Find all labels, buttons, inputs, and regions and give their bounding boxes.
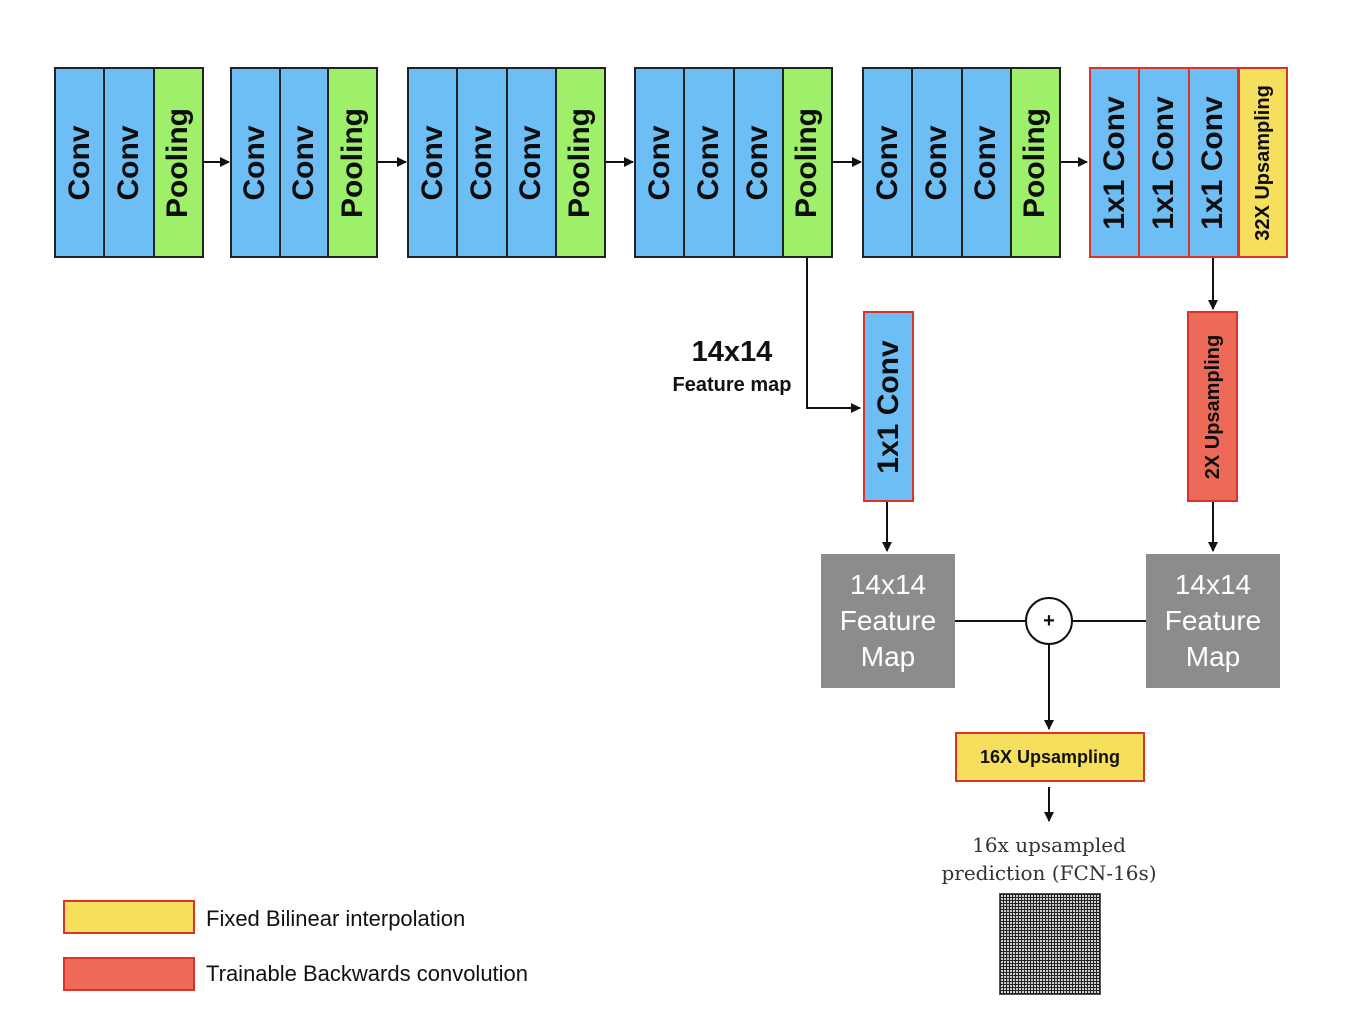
conv-layer-5-3: Conv	[962, 69, 1012, 256]
classifier-block: 1x1 Conv 1x1 Conv 1x1 Conv	[1089, 67, 1239, 258]
feature-map-right-line2: Feature	[1164, 605, 1262, 636]
legend-swatch-trainable	[63, 957, 195, 991]
feature-map-left-line2: Feature	[839, 605, 937, 636]
feature-map-left-line1: 14x14	[849, 569, 927, 600]
feature-map-right-line1: 14x14	[1174, 569, 1252, 600]
conv-layer-3-3: Conv	[507, 69, 557, 256]
prediction-caption-line1: 16x upsampled	[972, 833, 1126, 857]
legend-label-bilinear: Fixed Bilinear interpolation	[206, 906, 466, 931]
conv-layer-2-1: Conv	[232, 69, 281, 256]
upsample-16x: 16X Upsampling	[955, 732, 1145, 782]
prediction-caption-line2: prediction (FCN-16s)	[941, 861, 1157, 885]
sum-node: +	[1025, 597, 1073, 645]
legend-swatch-bilinear	[63, 900, 195, 934]
upsample-32x: 32X Upsampling	[1238, 67, 1288, 258]
skip-feature-map-label: Feature map	[672, 374, 792, 396]
pooling-layer-5-4: Pooling	[1011, 69, 1059, 256]
feature-map-left-line3: Map	[860, 641, 916, 672]
pooling-layer-3-4: Pooling	[556, 69, 604, 256]
conv-layer-3-1: Conv	[409, 69, 459, 256]
legend-label-trainable: Trainable Backwards convolution	[206, 961, 529, 986]
feature-map-left: 14x14 Feature Map	[821, 554, 955, 688]
prediction-caption: 16x upsampled prediction (FCN-16s)	[919, 831, 1179, 887]
upsample-2x: 2X Upsampling	[1187, 311, 1238, 502]
pooling-layer-1-3: Pooling	[154, 69, 202, 256]
feature-map-right-line3: Map	[1185, 641, 1241, 672]
pooling-layer-2-3: Pooling	[329, 69, 377, 256]
conv-layer-4-1: Conv	[636, 69, 686, 256]
feature-map-right: 14x14 Feature Map	[1146, 554, 1280, 688]
conv-layer-1-2: Conv	[105, 69, 155, 256]
skip-size-label: 14x14	[691, 336, 773, 368]
conv-layer-2-2: Conv	[280, 69, 330, 256]
conv-layer-4-2: Conv	[685, 69, 735, 256]
skip-conv: 1x1 Conv	[863, 311, 914, 502]
conv-layer-5-2: Conv	[913, 69, 963, 256]
conv-layer-4-3: Conv	[734, 69, 784, 256]
prediction-grid-image	[999, 893, 1101, 995]
classifier-conv-3: 1x1 Conv	[1189, 69, 1237, 256]
pooling-layer-4-4: Pooling	[783, 69, 831, 256]
classifier-conv-2: 1x1 Conv	[1140, 69, 1190, 256]
conv-layer-1-1: Conv	[56, 69, 106, 256]
arrow-skip-to-conv	[806, 258, 861, 413]
conv-layer-3-2: Conv	[458, 69, 508, 256]
classifier-conv-1: 1x1 Conv	[1091, 69, 1141, 256]
conv-layer-5-1: Conv	[864, 69, 914, 256]
